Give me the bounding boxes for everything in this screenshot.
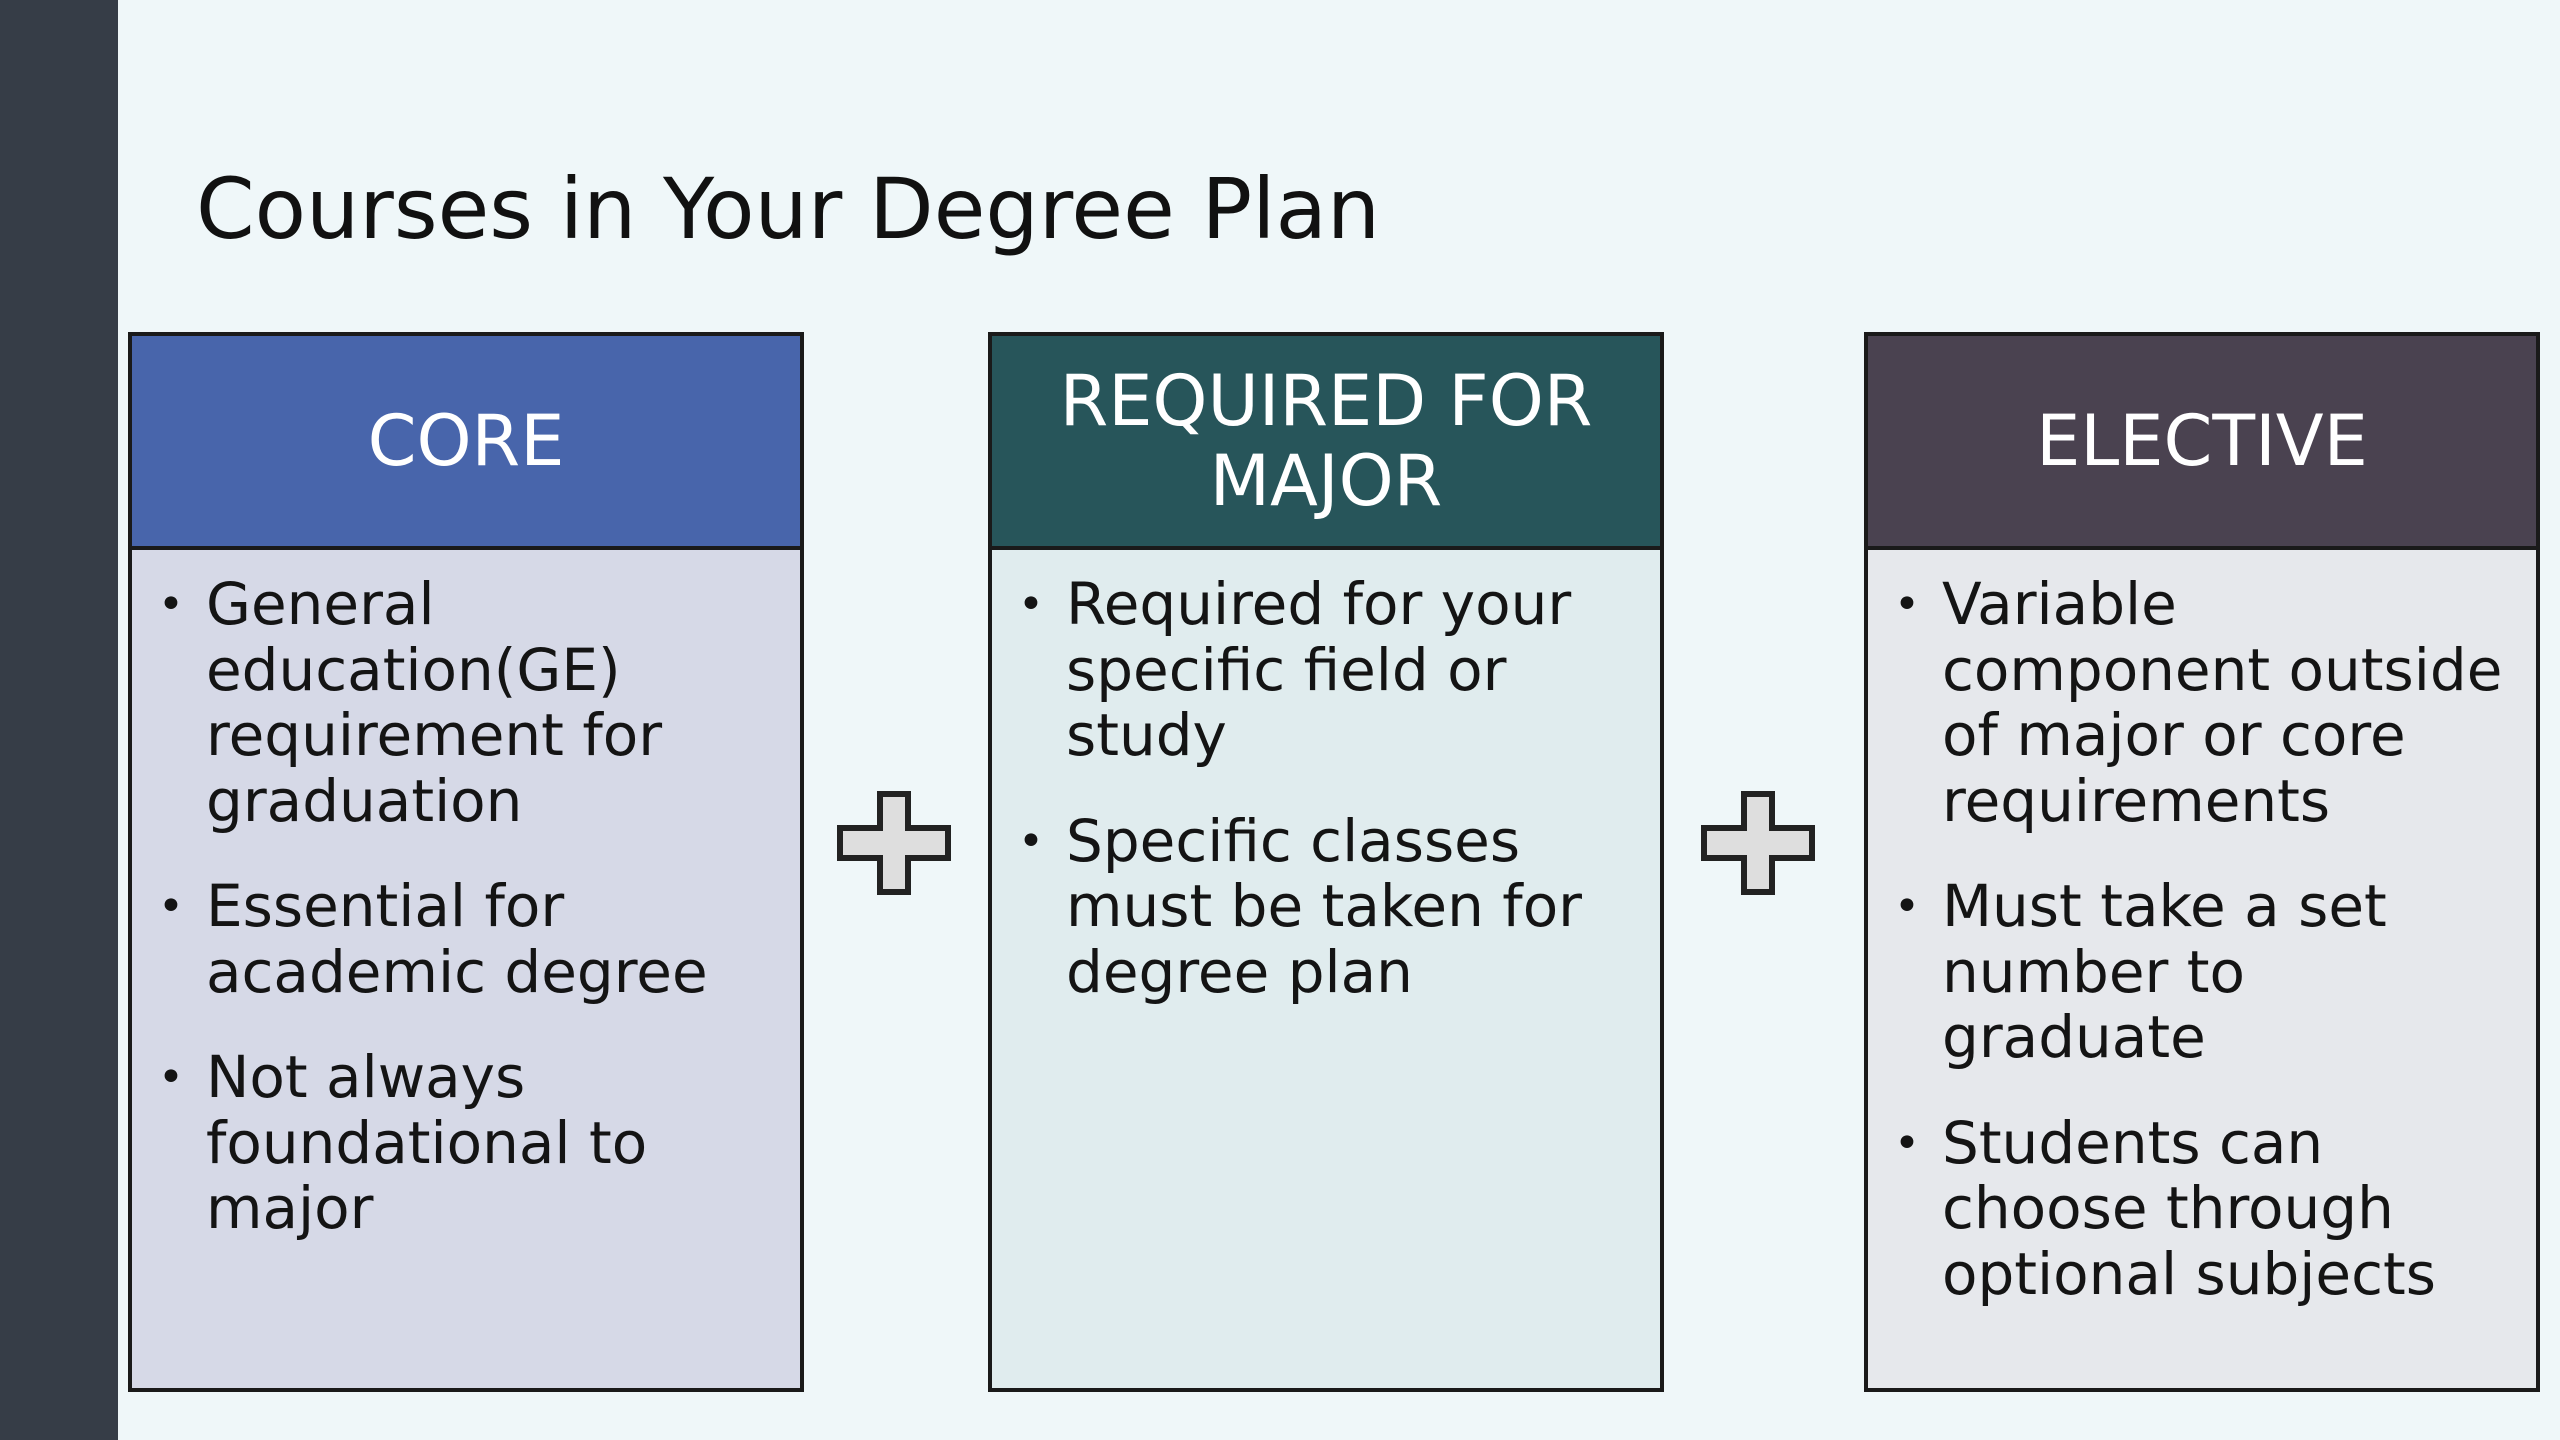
core-bullet-2: Essential for academic degree [158, 873, 780, 1005]
elective-bullet-3: Students can choose through optional sub… [1894, 1110, 2516, 1308]
required-for-major-panel: REQUIRED FOR MAJOR Required for your spe… [988, 332, 1664, 1392]
core-bullet-1: General education(GE) requirement for gr… [158, 571, 780, 834]
core-header: CORE [132, 336, 800, 550]
core-bullet-list: General education(GE) requirement for gr… [132, 550, 800, 1242]
elective-bullet-1: Variable component outside of major or c… [1894, 571, 2516, 834]
major-bullet-1: Required for your specific field or stud… [1018, 571, 1640, 769]
major-bullet-2: Specific classes must be taken for degre… [1018, 808, 1640, 1006]
elective-panel: ELECTIVE Variable component outside of m… [1864, 332, 2540, 1392]
left-accent-bar [0, 0, 118, 1440]
slide-title: Courses in Your Degree Plan [196, 160, 1381, 258]
core-panel: CORE General education(GE) requirement f… [128, 332, 804, 1392]
elective-bullet-2: Must take a set number to graduate [1894, 873, 2516, 1071]
elective-header: ELECTIVE [1868, 336, 2536, 550]
elective-bullet-list: Variable component outside of major or c… [1868, 550, 2536, 1307]
plus-icon [1701, 791, 1815, 895]
plus-icon [837, 791, 951, 895]
required-for-major-header: REQUIRED FOR MAJOR [992, 336, 1660, 550]
core-bullet-3: Not always foundational to major [158, 1044, 780, 1242]
required-for-major-bullet-list: Required for your specific field or stud… [992, 550, 1660, 1005]
